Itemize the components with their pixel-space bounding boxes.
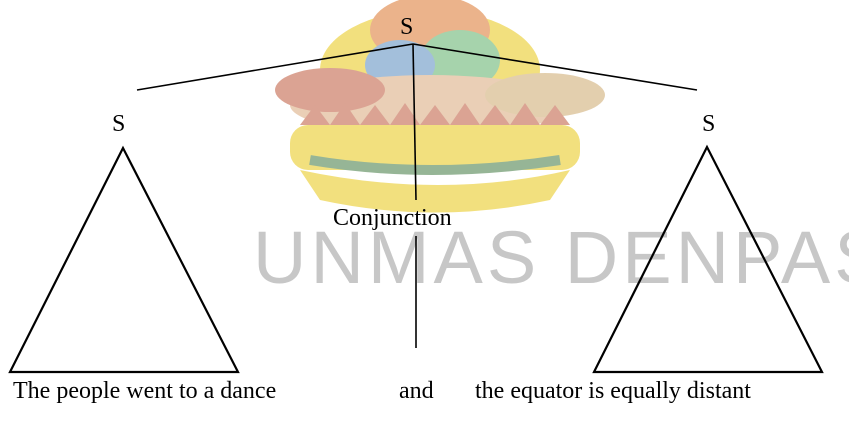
edge-root-right bbox=[412, 43, 698, 91]
conjunction-node-label: Conjunction bbox=[333, 205, 452, 231]
right-s-node-label: S bbox=[702, 111, 716, 137]
left-s-node-label: S bbox=[112, 111, 126, 137]
conjunction-word: and bbox=[399, 378, 434, 404]
left-clause-text: The people went to a dance bbox=[13, 378, 277, 404]
edge-root-conjunction bbox=[412, 43, 417, 201]
right-clause-triangle bbox=[592, 144, 824, 374]
root-node-label: S bbox=[400, 14, 414, 40]
right-clause-text: the equator is equally distant bbox=[475, 378, 751, 404]
edge-root-left bbox=[136, 43, 414, 91]
left-clause-triangle bbox=[8, 145, 240, 374]
